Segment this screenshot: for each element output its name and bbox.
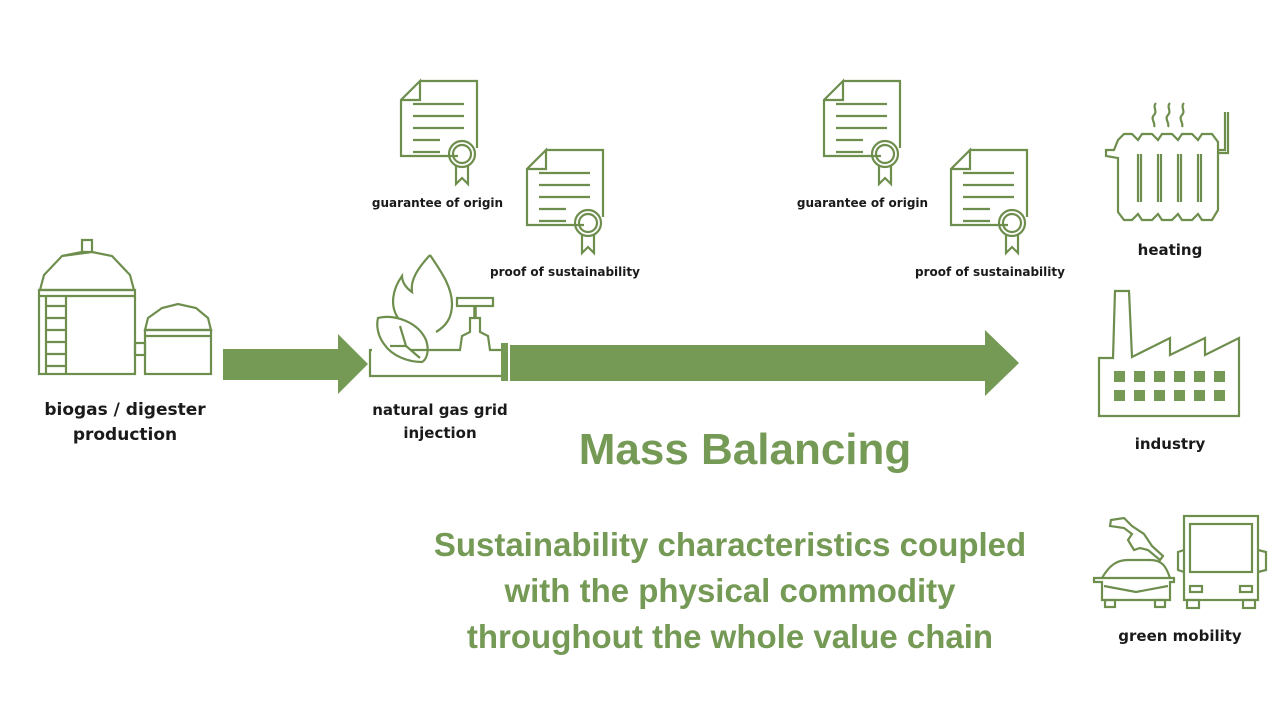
factory-window bbox=[1154, 371, 1165, 382]
subtitle-line: Sustainability characteristics coupled bbox=[433, 526, 1027, 563]
certificate-icon bbox=[525, 147, 605, 256]
subtitle-line: with the physical commodity bbox=[504, 572, 956, 609]
certificate-icon bbox=[949, 147, 1029, 256]
factory-window bbox=[1134, 390, 1145, 401]
factory-window bbox=[1214, 371, 1225, 382]
biogas-label-line1: biogas / digester bbox=[44, 400, 206, 420]
factory-window bbox=[1174, 390, 1185, 401]
factory-window bbox=[1194, 371, 1205, 382]
factory-window bbox=[1194, 390, 1205, 401]
certificate-label: guarantee of origin bbox=[796, 196, 929, 210]
factory-window bbox=[1214, 390, 1225, 401]
factory-window bbox=[1114, 371, 1125, 382]
mass-balancing-title: Mass Balancing bbox=[578, 425, 912, 474]
biogas-label: biogas / digester production bbox=[20, 398, 230, 448]
factory-window bbox=[1134, 371, 1145, 382]
certificate-icon bbox=[822, 78, 902, 187]
certificate-label: proof of sustainability bbox=[915, 265, 1065, 279]
certificate-label: guarantee of origin bbox=[371, 196, 504, 210]
factory-window bbox=[1174, 371, 1185, 382]
mass-balancing-subtitle: Sustainability characteristics coupled w… bbox=[400, 522, 1060, 660]
factory-window bbox=[1114, 390, 1125, 401]
certificate-icon bbox=[399, 78, 479, 187]
biogas-label-line2: production bbox=[72, 425, 178, 445]
subtitle-line: throughout the whole value chain bbox=[466, 618, 994, 655]
grid-label-line1: natural gas grid bbox=[372, 401, 508, 419]
end-use-label: green mobility bbox=[1118, 627, 1242, 645]
factory-window bbox=[1154, 390, 1165, 401]
grid-label: natural gas grid injection bbox=[345, 399, 535, 445]
end-use-label: industry bbox=[1134, 435, 1206, 453]
grid-label-line2: injection bbox=[403, 424, 477, 442]
certificate-label: proof of sustainability bbox=[490, 265, 640, 279]
end-use-label: heating bbox=[1137, 241, 1203, 259]
